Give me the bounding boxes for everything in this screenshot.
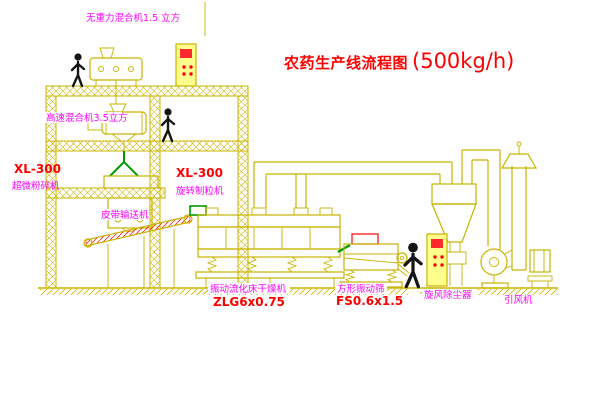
control-cabinet-top bbox=[175, 43, 197, 87]
label-center-model: XL-300 bbox=[176, 166, 223, 180]
building-slab-third bbox=[45, 187, 166, 199]
top-mixer-legs-and-drop-pipe bbox=[95, 80, 137, 104]
sieve-top-box bbox=[351, 233, 379, 245]
cabinet-button bbox=[182, 72, 186, 76]
control-cabinet-right bbox=[426, 233, 448, 287]
belt-pulley-left bbox=[83, 238, 93, 248]
y-discharge-pipe bbox=[109, 151, 139, 177]
mixer-cone bbox=[110, 133, 138, 142]
operator-figure-top bbox=[70, 52, 86, 88]
label-dryer-name: 振动流化床干燥机 bbox=[210, 283, 287, 295]
dryer-spring bbox=[322, 256, 334, 273]
belt-pulley-right bbox=[183, 214, 193, 224]
vibrating-sieve bbox=[337, 233, 410, 288]
fan-base bbox=[481, 282, 509, 289]
dryer-base-plate bbox=[197, 248, 341, 258]
building-slab-top bbox=[45, 85, 249, 97]
belt-conveyor bbox=[83, 205, 207, 288]
induced-draft-fan bbox=[480, 141, 553, 289]
fan-volute bbox=[480, 248, 508, 276]
cabinet-button bbox=[189, 72, 193, 76]
cabinet-button bbox=[440, 263, 444, 267]
cabinet-button bbox=[433, 255, 437, 259]
top-mixer-body bbox=[89, 57, 143, 81]
label-cyclone-name: 旋风除尘器 bbox=[424, 289, 472, 301]
cabinet-button bbox=[182, 65, 186, 69]
stack-cap bbox=[500, 153, 538, 169]
cyclone-bin-legs bbox=[449, 264, 463, 286]
top-mixer bbox=[89, 47, 143, 104]
fan-motor bbox=[529, 249, 551, 273]
sieve-spring bbox=[344, 269, 356, 283]
sieve-discharge-spout bbox=[397, 263, 410, 277]
dryer-lid bbox=[197, 214, 341, 228]
fluid-bed-dryer bbox=[195, 207, 345, 288]
building-structure bbox=[38, 2, 558, 295]
diagram-title: 农药生产线流程图(500kg/h) bbox=[283, 49, 514, 73]
motor-base bbox=[527, 275, 553, 282]
dryer-body bbox=[197, 226, 341, 250]
label-floor2-mixer: 高速混合机3.5立方 bbox=[46, 112, 128, 124]
cabinet-button bbox=[440, 255, 444, 259]
diagram-title-capacity: (500kg/h) bbox=[412, 49, 514, 73]
ground-hatch-fan bbox=[478, 289, 558, 295]
cyclone-bin bbox=[445, 251, 467, 265]
label-left-model: XL-300 bbox=[14, 162, 61, 176]
cyclone-cone bbox=[431, 203, 477, 243]
sieve-decks bbox=[343, 253, 399, 264]
belt-lines bbox=[85, 215, 191, 247]
cabinet-button bbox=[189, 65, 193, 69]
cyclone-separator bbox=[431, 149, 501, 286]
cyclone-barrel bbox=[431, 183, 477, 205]
dryer-spring bbox=[286, 256, 298, 273]
label-belt-conveyor: 皮带输送机 bbox=[101, 209, 149, 221]
diagram-labels: 无重力混合机1.5 立方 高速混合机3.5立方 XL-300 超微粉碎机 XL-… bbox=[12, 12, 533, 309]
cabinet-display bbox=[180, 49, 192, 58]
building-column-right bbox=[237, 95, 249, 289]
label-fan-name: 引风机 bbox=[504, 294, 533, 306]
mixer-inlet-hopper bbox=[109, 103, 127, 113]
label-sieve-model: FS0.6x1.5 bbox=[336, 294, 403, 308]
main-duct bbox=[253, 161, 453, 208]
exhaust-ducts bbox=[253, 161, 453, 208]
granulator-hopper bbox=[103, 175, 159, 189]
label-top-mixer: 无重力混合机1.5 立方 bbox=[86, 12, 180, 24]
label-sieve-name: 方形振动筛 bbox=[337, 283, 385, 295]
dryer-spring bbox=[206, 256, 218, 273]
cabinet-button bbox=[433, 263, 437, 267]
exhaust-stack bbox=[511, 166, 527, 271]
top-mixer-hopper bbox=[99, 47, 115, 59]
label-masks bbox=[44, 112, 470, 300]
belt-supports bbox=[107, 229, 175, 288]
sieve-spring bbox=[386, 269, 398, 283]
sieve-vibrator-motor bbox=[396, 252, 408, 264]
label-dryer-model: ZLG6x0.75 bbox=[213, 295, 285, 309]
diagram-title-text: 农药生产线流程图 bbox=[283, 54, 408, 72]
transfer-chute bbox=[189, 205, 207, 216]
label-left-machine: 超微粉碎机 bbox=[12, 180, 60, 192]
ground-hatch-building bbox=[40, 289, 258, 295]
operator-figure-ground bbox=[403, 241, 423, 289]
cyclone-outlet-duct bbox=[461, 149, 501, 250]
building-slab-mid bbox=[45, 140, 249, 152]
operator-figure-floor2 bbox=[160, 107, 176, 143]
sieve-body bbox=[343, 243, 399, 271]
dryer-spring bbox=[246, 256, 258, 273]
cabinet-display bbox=[431, 239, 443, 248]
second-riser bbox=[295, 174, 307, 208]
label-center-machine: 旋转制粒机 bbox=[176, 185, 224, 197]
dryer-frame bbox=[195, 271, 345, 279]
